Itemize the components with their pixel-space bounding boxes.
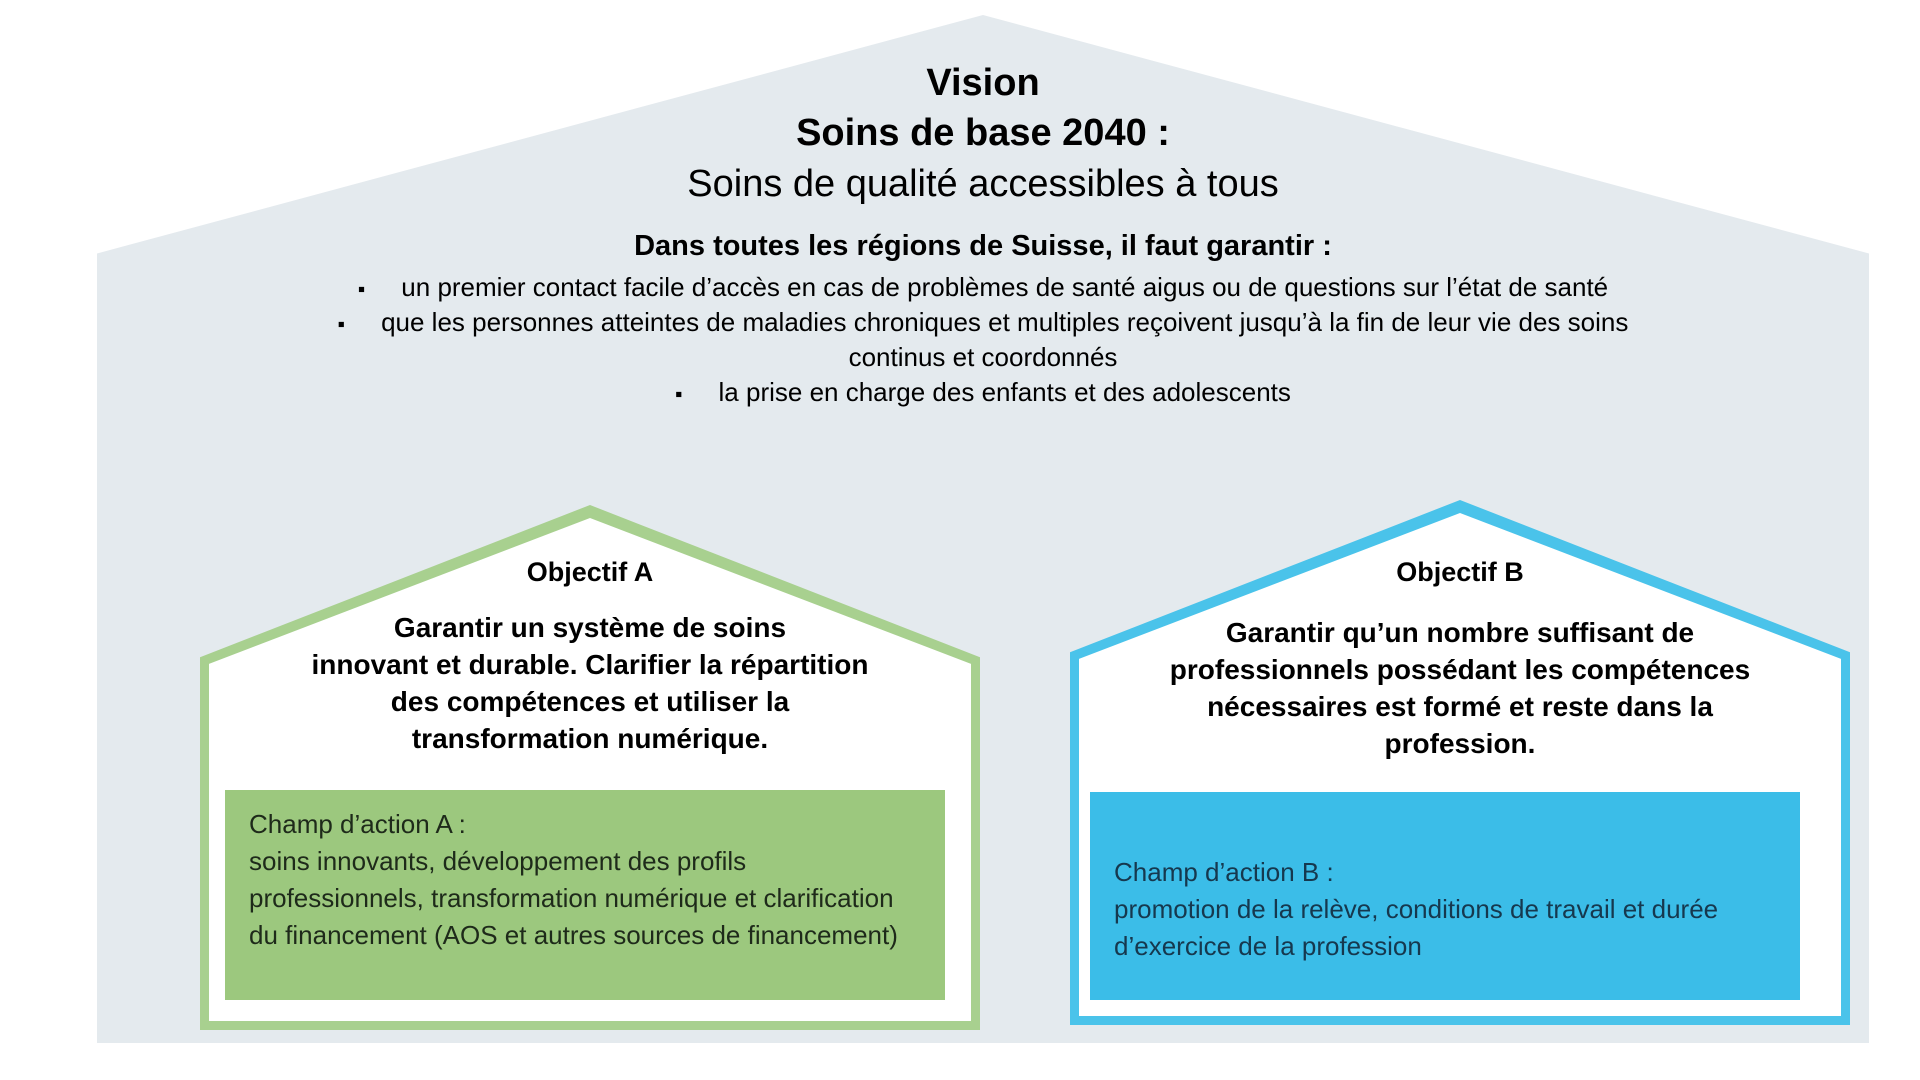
bullet-list: ▪ un premier contact facile d’accès en c… xyxy=(97,270,1869,410)
description-line: transformation numérique. xyxy=(411,723,769,754)
bullet-square-icon: ▪ xyxy=(675,383,683,406)
bullet-continuation-line: continus et coordonnés xyxy=(97,340,1869,375)
objective-b-house: Objectif B Garantir qu’un nombre suffisa… xyxy=(1070,500,1850,1025)
champ-action-a-title: Champ d’action A : xyxy=(249,809,466,839)
vision-title: Vision xyxy=(926,62,1040,104)
champ-action-a-box: Champ d’action A : soins innovants, déve… xyxy=(225,790,945,1000)
objective-a-description: Garantir un système de soins innovant et… xyxy=(200,609,980,757)
bullet-square-icon: ▪ xyxy=(357,278,366,301)
description-line: innovant et durable. Clarifier la répart… xyxy=(311,649,869,680)
description-line: professionnels possédant les compétences xyxy=(1169,654,1751,685)
objective-b-label: Objectif B xyxy=(1396,557,1524,587)
description-line: des compétences et utiliser la xyxy=(390,686,790,717)
vision-heading: Dans toutes les régions de Suisse, il fa… xyxy=(634,230,1332,262)
champ-action-b-box: Champ d’action B : promotion de la relèv… xyxy=(1090,792,1800,1000)
bullet-line: ▪ que les personnes atteintes de maladie… xyxy=(97,305,1869,340)
bullet-line: ▪ un premier contact facile d’accès en c… xyxy=(97,270,1869,305)
bullet-square-icon: ▪ xyxy=(337,313,346,336)
objective-a-label: Objectif A xyxy=(526,557,654,587)
bullet-line: ▪ la prise en charge des enfants et des … xyxy=(97,375,1869,410)
bullet-text: un premier contact facile d’accès en cas… xyxy=(401,272,1609,302)
objective-b-description: Garantir qu’un nombre suffisant de profe… xyxy=(1070,614,1850,762)
description-line: Garantir un système de soins xyxy=(393,612,787,643)
vision-subtitle: Soins de qualité accessibles à tous xyxy=(687,163,1279,205)
bullet-text: continus et coordonnés xyxy=(848,342,1118,372)
description-line: nécessaires est formé et reste dans la xyxy=(1207,691,1713,722)
champ-action-a-text: soins innovants, développement des profi… xyxy=(249,846,898,950)
description-line: Garantir qu’un nombre suffisant de xyxy=(1225,617,1695,648)
champ-action-b-text: promotion de la relève, conditions de tr… xyxy=(1114,894,1719,961)
champ-action-b-title: Champ d’action B : xyxy=(1114,857,1334,887)
vision-title-line2: Soins de base 2040 : xyxy=(796,112,1170,154)
bullet-text: la prise en charge des enfants et des ad… xyxy=(718,377,1291,407)
description-line: profession. xyxy=(1384,728,1536,759)
objective-a-house: Objectif A Garantir un système de soins … xyxy=(200,505,980,1030)
vision-title-block: Vision Soins de base 2040 : Soins de qua… xyxy=(97,58,1869,210)
bullet-text: que les personnes atteintes de maladies … xyxy=(381,307,1629,337)
